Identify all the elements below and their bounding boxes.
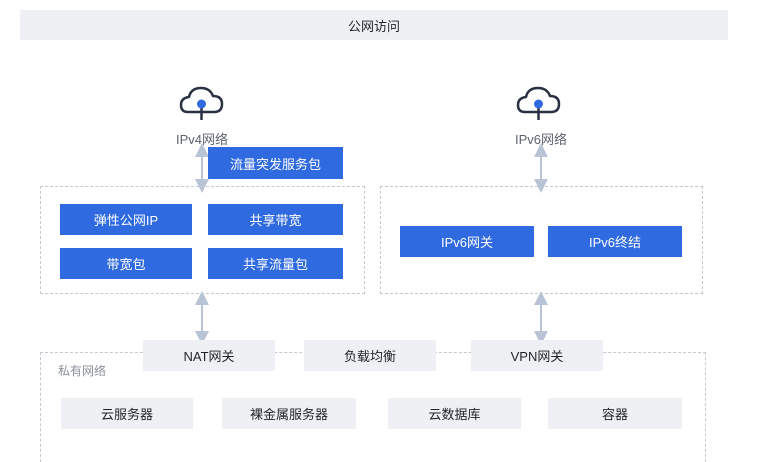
nat-gateway-label: NAT网关 (183, 349, 235, 364)
public-access-banner: 公网访问 (20, 10, 728, 40)
vpn-gateway-label: VPN网关 (510, 349, 564, 364)
ipv6-gateway-label: IPv6网关 (440, 235, 493, 250)
ipv6-services-group (380, 186, 703, 294)
bare-metal-server-label: 裸金属服务器 (249, 407, 328, 422)
burst-package-label: 流量突发服务包 (229, 156, 321, 172)
bandwidth-package-button[interactable]: 带宽包 (60, 248, 192, 279)
nat-gateway-button[interactable]: NAT网关 (143, 340, 275, 371)
ipv6-cloud-icon (515, 82, 563, 124)
shared-bandwidth-button[interactable]: 共享带宽 (208, 204, 343, 235)
burst-package-button[interactable]: 流量突发服务包 (208, 147, 343, 179)
private-network-label: 私有网络 (58, 364, 107, 378)
public-access-label: 公网访问 (347, 18, 400, 34)
ipv4-network-label: IPv4网络 (175, 132, 228, 147)
shared-traffic-package-label: 共享流量包 (242, 257, 308, 272)
elastic-public-ip-button[interactable]: 弹性公网IP (60, 204, 192, 235)
vpn-gateway-button[interactable]: VPN网关 (471, 340, 603, 371)
cloud-database-button[interactable]: 云数据库 (388, 398, 521, 429)
ipv6-termination-label: IPv6终结 (588, 235, 641, 250)
ipv6-network-label: IPv6网络 (514, 132, 567, 147)
container-button[interactable]: 容器 (548, 398, 682, 429)
shared-traffic-package-button[interactable]: 共享流量包 (208, 248, 343, 279)
cloud-server-label: 云服务器 (100, 407, 153, 422)
bandwidth-package-label: 带宽包 (106, 257, 146, 272)
cloud-database-label: 云数据库 (428, 407, 481, 422)
container-label: 容器 (601, 407, 628, 422)
ipv6-gateway-button[interactable]: IPv6网关 (400, 226, 534, 257)
elastic-public-ip-label: 弹性公网IP (93, 213, 159, 228)
ipv6-termination-button[interactable]: IPv6终结 (548, 226, 682, 257)
load-balancer-label: 负载均衡 (343, 349, 396, 364)
bare-metal-server-button[interactable]: 裸金属服务器 (222, 398, 356, 429)
ipv4-services-group (40, 186, 365, 294)
ipv4-cloud-icon (178, 82, 226, 124)
shared-bandwidth-label: 共享带宽 (249, 213, 302, 228)
cloud-server-button[interactable]: 云服务器 (61, 398, 193, 429)
load-balancer-button[interactable]: 负载均衡 (304, 340, 436, 371)
